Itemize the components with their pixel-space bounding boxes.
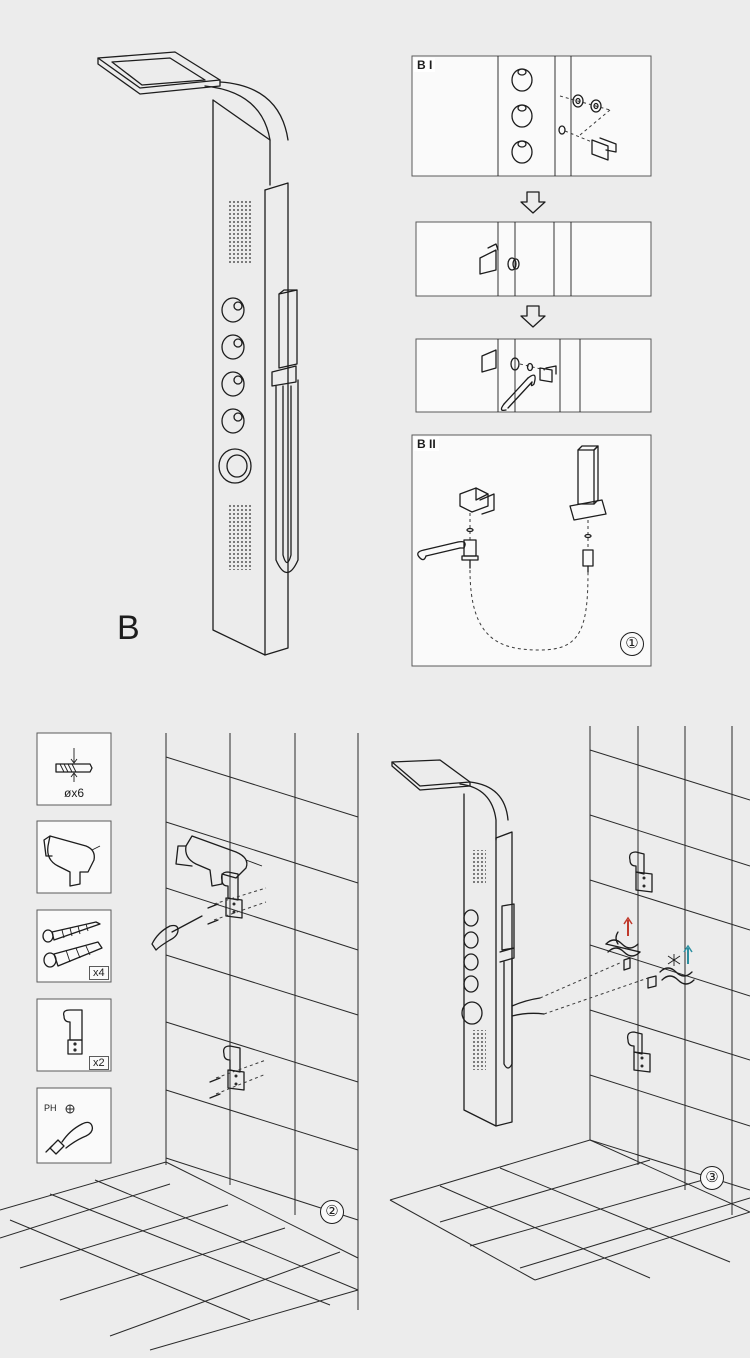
cold-water-icon — [647, 944, 695, 989]
down-arrow-1 — [520, 191, 546, 214]
step-b1-panel-2 — [415, 221, 652, 297]
drill-bit-caption: øx6 — [64, 786, 85, 800]
drill-icon — [43, 835, 101, 887]
wall-bracket-mounted-lower — [626, 1031, 651, 1073]
drill-bit-icon — [55, 748, 93, 782]
drill-on-wall — [175, 835, 263, 887]
step-number-2: ② — [320, 1200, 344, 1224]
step-number-1: ① — [620, 632, 644, 656]
wall-bracket-mounted-upper — [628, 851, 653, 893]
control-knobs — [218, 297, 252, 484]
wall-bracket-icon — [62, 1009, 83, 1055]
screwdriver-on-wall — [151, 915, 203, 951]
lower-jet-nozzles — [229, 505, 251, 570]
screwdriver-type-caption: PH — [44, 1103, 57, 1113]
step-b2-panel — [411, 434, 652, 667]
bracket-qty-caption: x2 — [89, 1056, 109, 1070]
step-b2-label: B II — [414, 437, 439, 451]
down-arrow-2 — [520, 305, 546, 328]
step-number-3: ③ — [700, 1166, 724, 1190]
step-b1-panel-3 — [415, 338, 652, 413]
tiled-wall-step-2 — [0, 733, 359, 1351]
shower-panel-main-drawing — [97, 51, 299, 656]
main-figure-label: B — [117, 609, 140, 647]
screw-qty-caption: x4 — [89, 966, 109, 980]
wall-bracket-lower — [209, 1045, 267, 1099]
shower-panel-small — [391, 759, 545, 1127]
wall-bracket-upper — [207, 871, 267, 925]
screw-and-anchor-icon — [42, 921, 103, 968]
step-b1-panel — [411, 55, 652, 177]
hand-shower — [271, 289, 299, 574]
upper-jet-nozzles — [229, 200, 251, 265]
hot-water-icon — [605, 916, 641, 971]
tiled-wall-step-3 — [389, 726, 750, 1281]
step-b1-label: B I — [414, 58, 436, 72]
phillips-screwdriver-icon — [45, 1104, 94, 1155]
